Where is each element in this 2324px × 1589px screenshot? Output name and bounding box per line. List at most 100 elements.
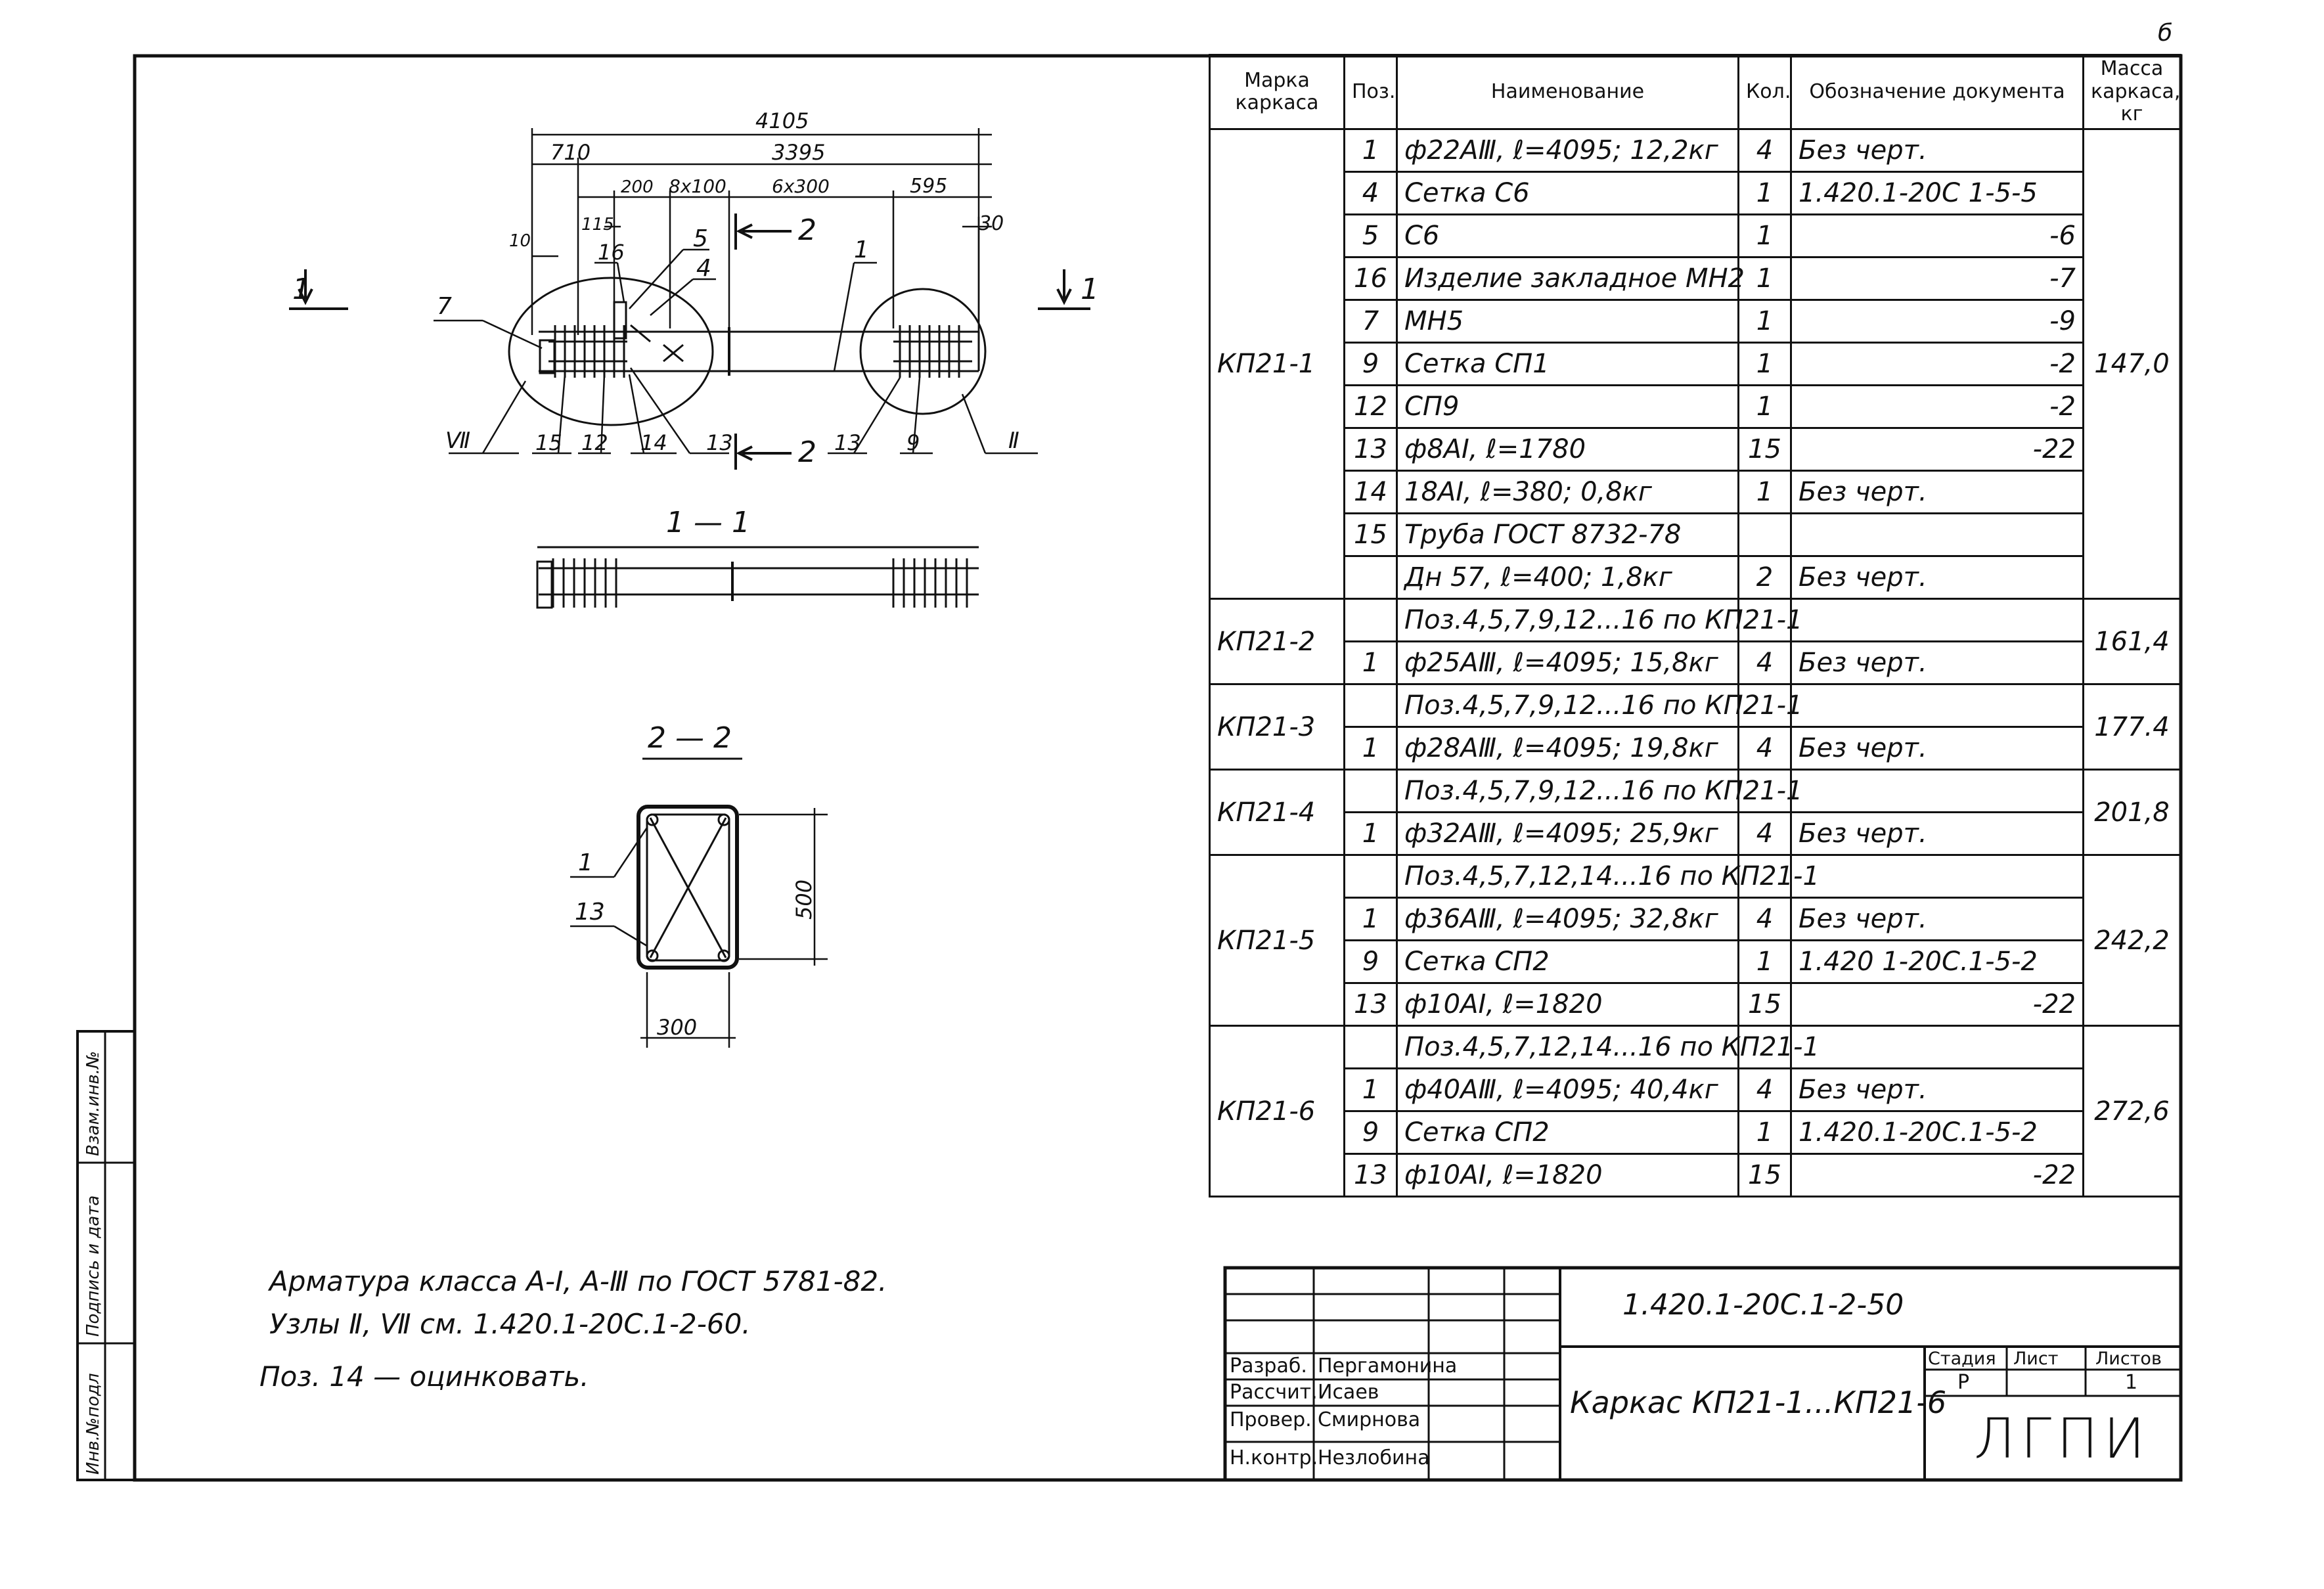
stamp-replacement-inv: Взам.инв.№: [83, 1051, 103, 1156]
stamp-original-inv: Инв.№подл: [83, 1373, 103, 1475]
quantity-cell: 2: [1737, 555, 1792, 600]
cage-mark: КП21-2: [1209, 598, 1345, 685]
position-cell: 13: [1343, 427, 1398, 472]
position-cell: 1: [1343, 726, 1398, 771]
sec22-callout-13: 13: [575, 899, 605, 926]
role-name: Исаев: [1318, 1381, 1379, 1404]
quantity-cell: 1: [1737, 213, 1792, 258]
cut-1-left-label: 1: [292, 273, 311, 306]
quantity-cell: 1: [1737, 939, 1792, 984]
callout-5: 5: [693, 225, 708, 252]
section-1-1-title: 1 — 1: [666, 506, 750, 539]
position-cell: 9: [1343, 1110, 1398, 1155]
quantity-cell: 1: [1737, 256, 1792, 301]
name-cell: ф10АⅠ, ℓ=1820: [1396, 1153, 1739, 1197]
name-cell: Поз.4,5,7,9,12...16 по КП21-1: [1396, 769, 1802, 813]
cage-mark: КП21-6: [1209, 1025, 1345, 1197]
position-cell: 4: [1343, 171, 1398, 215]
header-mark: Марка каркаса: [1209, 54, 1345, 130]
cage-mass: 272,6: [2082, 1025, 2181, 1197]
document-cell: -22: [1790, 1153, 2084, 1197]
quantity-cell: [1737, 854, 1792, 899]
document-cell: -22: [1790, 982, 2084, 1027]
quantity-cell: 15: [1737, 427, 1792, 472]
name-cell: ф10АⅠ, ℓ=1820: [1396, 982, 1739, 1027]
role-label: Провер.: [1230, 1408, 1312, 1431]
node-circle-right: [859, 288, 987, 415]
node-label-7: Ⅶ: [445, 428, 470, 454]
cage-mark: КП21-4: [1209, 769, 1345, 856]
quantity-cell: 1: [1737, 171, 1792, 215]
position-cell: 1: [1343, 1067, 1398, 1112]
cage-mark: КП21-5: [1209, 854, 1345, 1027]
spec-row: КП21-2 Поз.4,5,7,9,12...16 по КП21-1 161,4: [1209, 598, 2181, 685]
quantity-cell: [1737, 512, 1792, 557]
cage-mass: 177.4: [2082, 683, 2181, 771]
position-cell: 1: [1343, 640, 1398, 685]
name-cell: Поз.4,5,7,9,12...16 по КП21-1: [1396, 598, 1802, 642]
callout-14: 14: [640, 430, 667, 455]
cut-1-right-label: 1: [1081, 273, 1099, 306]
document-cell: -6: [1790, 213, 2084, 258]
document-cell: Без черт.: [1790, 128, 2084, 173]
name-cell: Дн 57, ℓ=400; 1,8кг: [1396, 555, 1739, 600]
role-name: Незлобина: [1318, 1446, 1430, 1469]
quantity-cell: 1: [1737, 470, 1792, 514]
sheets-label: Листов: [2095, 1349, 2162, 1369]
callout-1: 1: [854, 236, 869, 263]
leader-lines: [434, 248, 1038, 455]
document-cell: 1.420.1-20С.1-5-2: [1790, 1110, 2084, 1155]
cage-mark: КП21-3: [1209, 683, 1345, 771]
elevation-view: [508, 277, 987, 426]
name-cell: ф25АⅢ, ℓ=4095; 15,8кг: [1396, 640, 1739, 685]
document-cell: Без черт.: [1790, 640, 2084, 685]
cut-2-top-label: 2: [798, 213, 816, 247]
cage-mass: 161,4: [2082, 598, 2181, 685]
node-circle-left: [508, 277, 714, 426]
name-cell: ф40АⅢ, ℓ=4095; 40,4кг: [1396, 1067, 1739, 1112]
node-label-2: Ⅱ: [1008, 428, 1019, 454]
position-cell: 13: [1343, 1153, 1398, 1197]
quantity-cell: 1: [1737, 299, 1792, 344]
stage-label: Стадия: [1928, 1349, 1996, 1369]
drawing-title: Каркас КП21-1...КП21-6: [1570, 1385, 1947, 1420]
sheet-frame: [133, 54, 2183, 1482]
position-cell: 9: [1343, 342, 1398, 386]
sec22-callout-1: 1: [578, 849, 593, 876]
name-cell: ф22АⅢ, ℓ=4095; 12,2кг: [1396, 128, 1739, 173]
name-cell: Труба ГОСТ 8732-78: [1396, 512, 1739, 557]
header-mass: Масса каркаса, кг: [2082, 54, 2181, 130]
section-2-2-title: 2 — 2: [648, 721, 732, 755]
callout-7: 7: [437, 293, 452, 320]
document-cell: [1790, 598, 2084, 642]
position-cell: 13: [1343, 982, 1398, 1027]
document-cell: [1790, 683, 2084, 728]
position-cell: 15: [1343, 512, 1398, 557]
role-name: Пергамонина: [1318, 1354, 1458, 1377]
dim-8x100: 8х100: [669, 175, 726, 197]
name-cell: Изделие закладное МН2: [1396, 256, 1745, 301]
position-cell: [1343, 854, 1398, 899]
position-cell: 12: [1343, 384, 1398, 429]
callout-9: 9: [906, 430, 920, 455]
name-cell: Поз.4,5,7,12,14...16 по КП21-1: [1396, 854, 1820, 899]
spec-header-row: Марка каркаса Поз. Наименование Кол. Обо…: [1209, 54, 2181, 130]
dim-4105: 4105: [755, 108, 809, 133]
name-cell: МН5: [1396, 299, 1739, 344]
quantity-cell: 4: [1737, 811, 1792, 856]
position-cell: 16: [1343, 256, 1398, 301]
position-cell: [1343, 1025, 1398, 1069]
position-cell: 9: [1343, 939, 1398, 984]
quantity-cell: 4: [1737, 1067, 1792, 1112]
